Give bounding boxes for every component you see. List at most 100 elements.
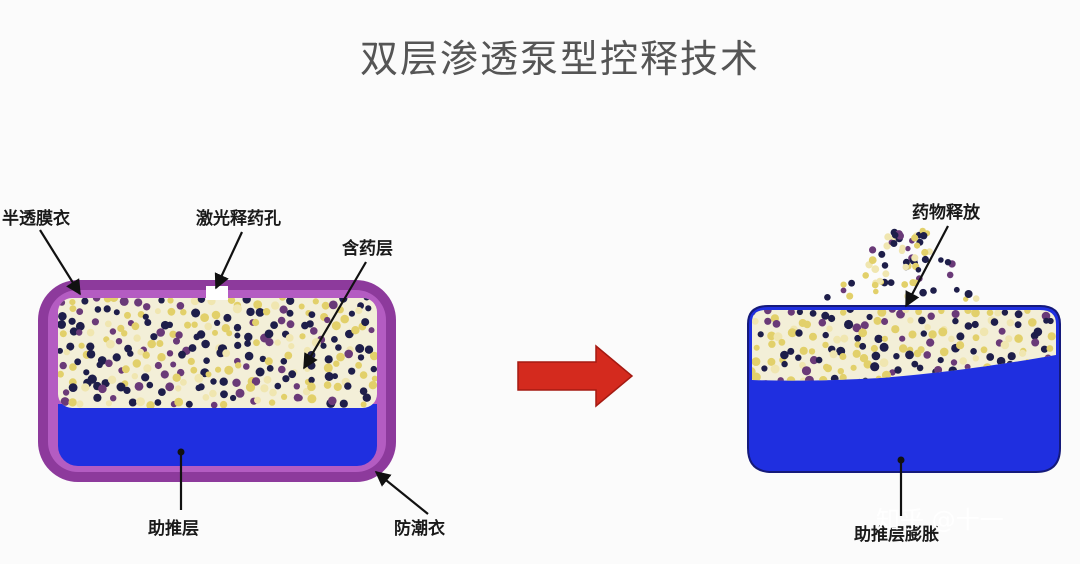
released-drug-particle — [902, 263, 910, 271]
released-drug-particle — [887, 279, 895, 286]
drug-particle — [69, 327, 78, 336]
drug-particle — [63, 348, 70, 356]
released-drug-particle — [873, 288, 879, 295]
drug-particle — [923, 351, 931, 359]
drug-particle — [826, 325, 833, 332]
drug-particle — [109, 298, 119, 302]
drug-particle — [808, 348, 816, 355]
drug-particle — [75, 321, 85, 331]
drug-particle — [184, 321, 192, 329]
drug-particle — [197, 383, 205, 391]
drug-particle — [833, 335, 841, 344]
drug-particle — [881, 335, 889, 342]
drug-particle — [298, 303, 305, 310]
drug-particle — [996, 356, 1006, 366]
drug-particle — [224, 365, 234, 375]
drug-particle — [860, 321, 869, 330]
drug-particle — [288, 370, 297, 379]
drug-particle — [874, 334, 883, 344]
drug-particle — [284, 351, 293, 360]
drug-particle — [132, 359, 141, 368]
drug-particle — [170, 361, 177, 368]
drug-particle — [74, 358, 82, 366]
drug-particle — [937, 357, 944, 364]
drug-particle — [959, 357, 967, 365]
drug-particle — [870, 362, 880, 372]
drug-particle — [821, 311, 830, 320]
drug-particle — [154, 399, 162, 406]
released-drug-particle — [871, 281, 879, 289]
released-drug-particle — [921, 255, 930, 264]
drug-particle — [926, 338, 935, 347]
drug-particle — [780, 350, 789, 360]
drug-particle — [158, 298, 165, 304]
drug-particle — [320, 342, 327, 349]
released-drug-particle — [919, 288, 927, 297]
released-drug-particle — [911, 254, 919, 262]
drug-particle — [361, 318, 370, 327]
drug-particle — [364, 345, 374, 354]
released-drug-particle — [890, 240, 898, 247]
right-arrow-icon — [517, 344, 634, 408]
drug-particle — [115, 338, 123, 345]
drug-particle — [331, 321, 341, 331]
released-drug-particle — [878, 250, 886, 258]
drug-particle — [165, 382, 175, 392]
drug-particle — [105, 359, 113, 368]
drug-particle — [176, 302, 185, 310]
drug-particle — [950, 359, 958, 366]
pointer-drug-release — [905, 225, 949, 308]
drug-particle — [174, 397, 184, 407]
drug-particle — [220, 390, 228, 399]
drug-particle — [1014, 321, 1022, 329]
drug-particle — [1001, 310, 1009, 316]
drug-particle — [829, 350, 838, 359]
pointer-push-layer-dot — [177, 448, 185, 456]
drug-particle — [160, 370, 169, 379]
drug-particle — [58, 320, 66, 329]
released-drug-particle — [846, 292, 854, 300]
tablet-after — [747, 227, 1061, 473]
drug-particle — [1014, 334, 1023, 343]
drug-particle — [796, 310, 804, 316]
drug-particle — [166, 350, 174, 357]
drug-particle — [871, 351, 881, 361]
drug-particle — [282, 375, 290, 383]
drug-particle — [328, 396, 337, 406]
released-drug-particle — [883, 242, 891, 250]
drug-particle — [232, 378, 241, 387]
drug-particle — [134, 382, 144, 391]
drug-particle — [355, 361, 362, 369]
drug-particle — [156, 328, 165, 337]
drug-particle — [266, 365, 274, 372]
drug-particle — [772, 320, 781, 328]
drug-particle — [214, 319, 221, 326]
pointer-moisture-coat — [374, 471, 429, 515]
released-drug-particle — [930, 287, 937, 294]
drug-particle — [956, 332, 965, 341]
drug-particle — [323, 363, 333, 373]
drug-particle — [232, 304, 242, 314]
drug-particle — [76, 308, 84, 315]
drug-particle — [134, 298, 143, 307]
drug-particle — [96, 361, 103, 368]
drug-particle — [58, 312, 67, 321]
drug-particle — [167, 298, 174, 304]
drug-particle — [307, 361, 316, 370]
drug-particle — [344, 382, 352, 390]
drug-particle — [964, 322, 973, 330]
drug-particle — [210, 401, 218, 408]
drug-particle — [212, 329, 218, 336]
drug-particle — [137, 348, 144, 356]
drug-particle — [911, 360, 919, 368]
drug-particle — [1005, 335, 1013, 343]
drug-particle — [916, 364, 924, 372]
drug-particle — [131, 322, 140, 331]
drug-particle — [795, 354, 802, 361]
drug-particle — [355, 306, 363, 315]
drug-particle — [172, 373, 181, 382]
drug-particle — [972, 334, 980, 342]
drug-particle — [927, 312, 935, 320]
drug-particle — [146, 401, 155, 408]
